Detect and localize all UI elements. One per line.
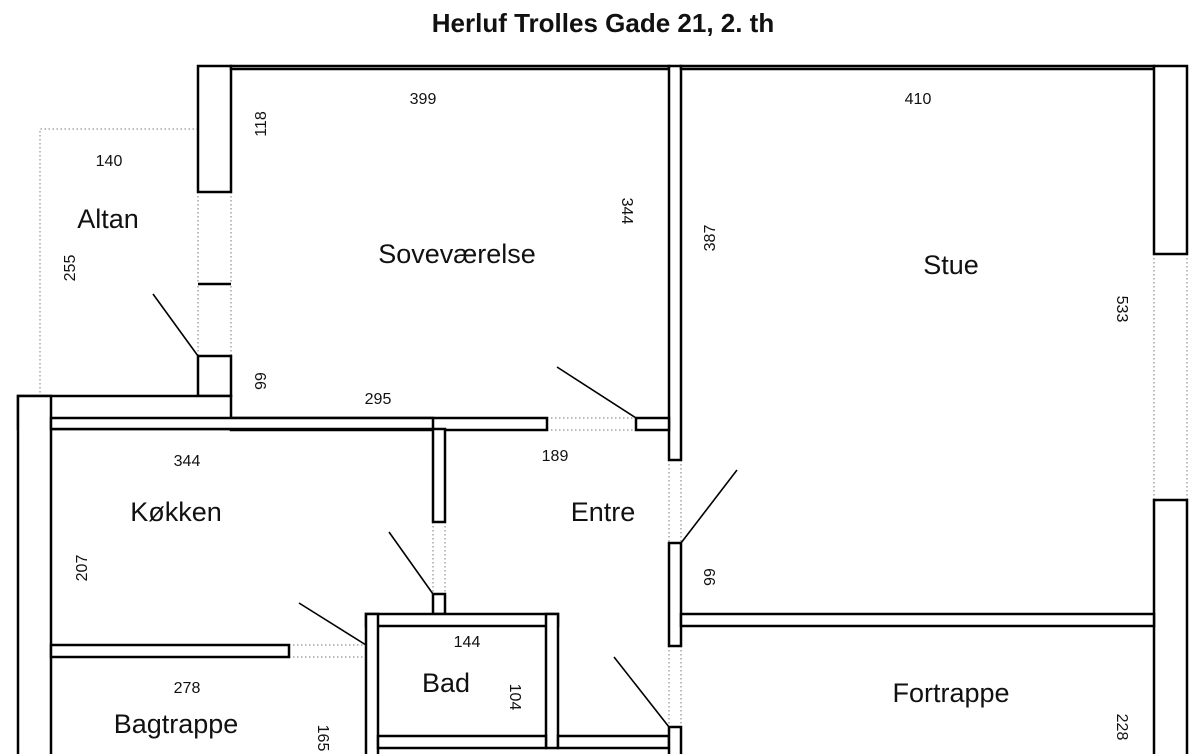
wall-segment [556, 734, 671, 750]
room-label-entre: Entre [571, 497, 636, 527]
dimension-bad-top: 144 [454, 634, 481, 651]
wall-segment [634, 416, 671, 432]
dimension-sove-top: 399 [410, 91, 437, 108]
wall-segment [49, 416, 435, 431]
dimension-sove-right: 344 [618, 198, 635, 225]
wall-segment [1152, 498, 1189, 754]
wall-segment [229, 64, 671, 71]
wall-segment [364, 612, 560, 628]
room-label-sovevaerelse: Soveværelse [378, 239, 536, 269]
dimension-kokken-left: 207 [74, 555, 91, 582]
room-label-fortrappe: Fortrappe [892, 678, 1009, 708]
dimension-labels: 140 399 295 410 344 189 144 278 255 118 … [62, 91, 1130, 751]
wall-segment [376, 734, 548, 750]
dimension-sove-left-upper: 118 [253, 111, 270, 137]
door-kitchen [388, 531, 434, 595]
wall-segment [196, 354, 233, 398]
wall-segment [431, 427, 447, 524]
dimension-stue-right: 533 [1113, 296, 1130, 323]
room-label-bagtrappe: Bagtrappe [114, 709, 239, 739]
wall-segment [16, 394, 53, 754]
room-labels: Altan Soveværelse Stue Køkken Entre Bad … [77, 204, 1009, 739]
wall-segment [431, 592, 447, 616]
dimension-sove-bottom: 295 [365, 391, 392, 408]
dimension-stue-door: 66 [700, 568, 717, 586]
door-front [613, 656, 670, 728]
dimension-kokken-top: 344 [174, 453, 201, 470]
wall-segment [364, 612, 380, 754]
dimension-altan-depth: 255 [62, 255, 79, 282]
wall-segment [679, 64, 1156, 71]
wall-segment [49, 643, 291, 659]
wall-segment [667, 541, 683, 648]
wall-segment [667, 64, 683, 462]
door-back-stair [298, 602, 367, 646]
room-label-kokken: Køkken [130, 497, 222, 527]
room-label-bad: Bad [422, 668, 470, 698]
wall-segment [1152, 64, 1189, 256]
doors [152, 293, 738, 728]
wall-segment [544, 612, 560, 750]
door-bedroom [556, 366, 637, 419]
dimension-sove-left-lower: 66 [251, 372, 268, 390]
wall-segment [667, 725, 683, 754]
room-label-stue: Stue [923, 250, 979, 280]
wall-segment [679, 612, 1156, 628]
dimension-entre-top: 189 [542, 448, 569, 465]
altan-outline [39, 128, 198, 397]
dimension-altan-width: 140 [96, 153, 123, 170]
dimension-bagtrappe-top: 278 [174, 680, 201, 697]
room-label-altan: Altan [77, 204, 139, 234]
door-balcony [152, 293, 199, 357]
openings [197, 192, 1188, 727]
dimension-fortrappe-right: 228 [1113, 714, 1130, 741]
dimension-stue-top: 410 [905, 91, 932, 108]
dimension-stue-left: 387 [702, 225, 719, 252]
wall-segment [196, 64, 233, 194]
walls [16, 64, 1189, 754]
door-living [680, 469, 738, 544]
plan-title: Herluf Trolles Gade 21, 2. th [432, 8, 774, 38]
dimension-bagtrappe-right: 165 [314, 725, 331, 752]
dimension-bad-right: 104 [506, 684, 523, 711]
